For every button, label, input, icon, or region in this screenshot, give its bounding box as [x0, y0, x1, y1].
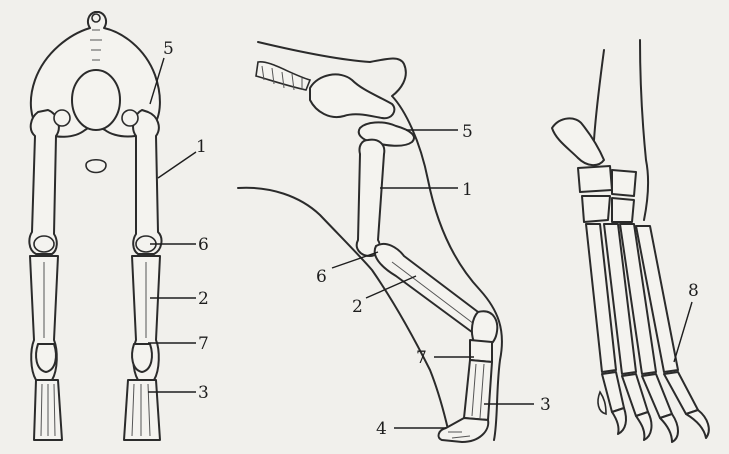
label-mid-2: 2: [352, 297, 363, 317]
leg-outline-right-2: [640, 40, 648, 220]
label-mid-3: 3: [540, 395, 551, 415]
label-mid-5: 5: [462, 122, 473, 142]
tail-vertebra: [92, 14, 100, 22]
tarsal-1: [578, 166, 612, 192]
label-mid-6: 6: [316, 267, 327, 287]
label-left-7: 7: [198, 334, 209, 354]
paw-closeup-skeleton: [552, 40, 709, 442]
knee-left: [34, 236, 54, 252]
leader-mid-6: [332, 252, 378, 268]
claw-3: [660, 414, 678, 442]
dewclaw: [598, 392, 606, 414]
ischium-tip: [86, 160, 106, 173]
label-left-6: 6: [198, 235, 209, 255]
leader-right-8: [674, 302, 692, 362]
leader-mid-2: [366, 276, 416, 298]
label-mid-4: 4: [376, 419, 387, 439]
femur-right: [133, 110, 161, 254]
tarsus-side: [470, 340, 492, 362]
metatarsus-right: [124, 380, 160, 440]
body-outline-belly: [238, 188, 450, 438]
femoral-head-right: [122, 110, 138, 126]
label-left-1: 1: [196, 137, 207, 157]
femoral-head-left: [54, 110, 70, 126]
tarsal-3: [582, 196, 610, 222]
tarsal-4: [612, 198, 634, 222]
leader-left-1: [158, 152, 196, 178]
label-left-2: 2: [198, 289, 209, 309]
pelvic-opening: [72, 70, 120, 130]
tarsal-2: [612, 170, 636, 196]
label-right-8: 8: [688, 281, 699, 301]
pelvis-side: [310, 74, 394, 118]
femur-left: [29, 110, 58, 254]
rear-view-skeleton: [29, 12, 161, 440]
paw-labels: 8: [674, 281, 699, 362]
label-mid-7: 7: [416, 348, 427, 368]
fibula-side: [392, 262, 482, 330]
calcaneus: [552, 118, 604, 165]
side-view-skeleton: [238, 42, 502, 442]
metatarsus-side: [464, 360, 492, 420]
claw-2: [636, 412, 651, 440]
claw-4: [686, 410, 709, 438]
hock-left: [36, 344, 56, 372]
claw-1: [612, 408, 626, 434]
label-mid-1: 1: [462, 180, 473, 200]
leg-outline-right: [594, 50, 604, 140]
label-left-3: 3: [198, 383, 209, 403]
hock-right: [132, 344, 152, 372]
femur-side: [357, 140, 385, 256]
label-left-5: 5: [163, 39, 174, 59]
